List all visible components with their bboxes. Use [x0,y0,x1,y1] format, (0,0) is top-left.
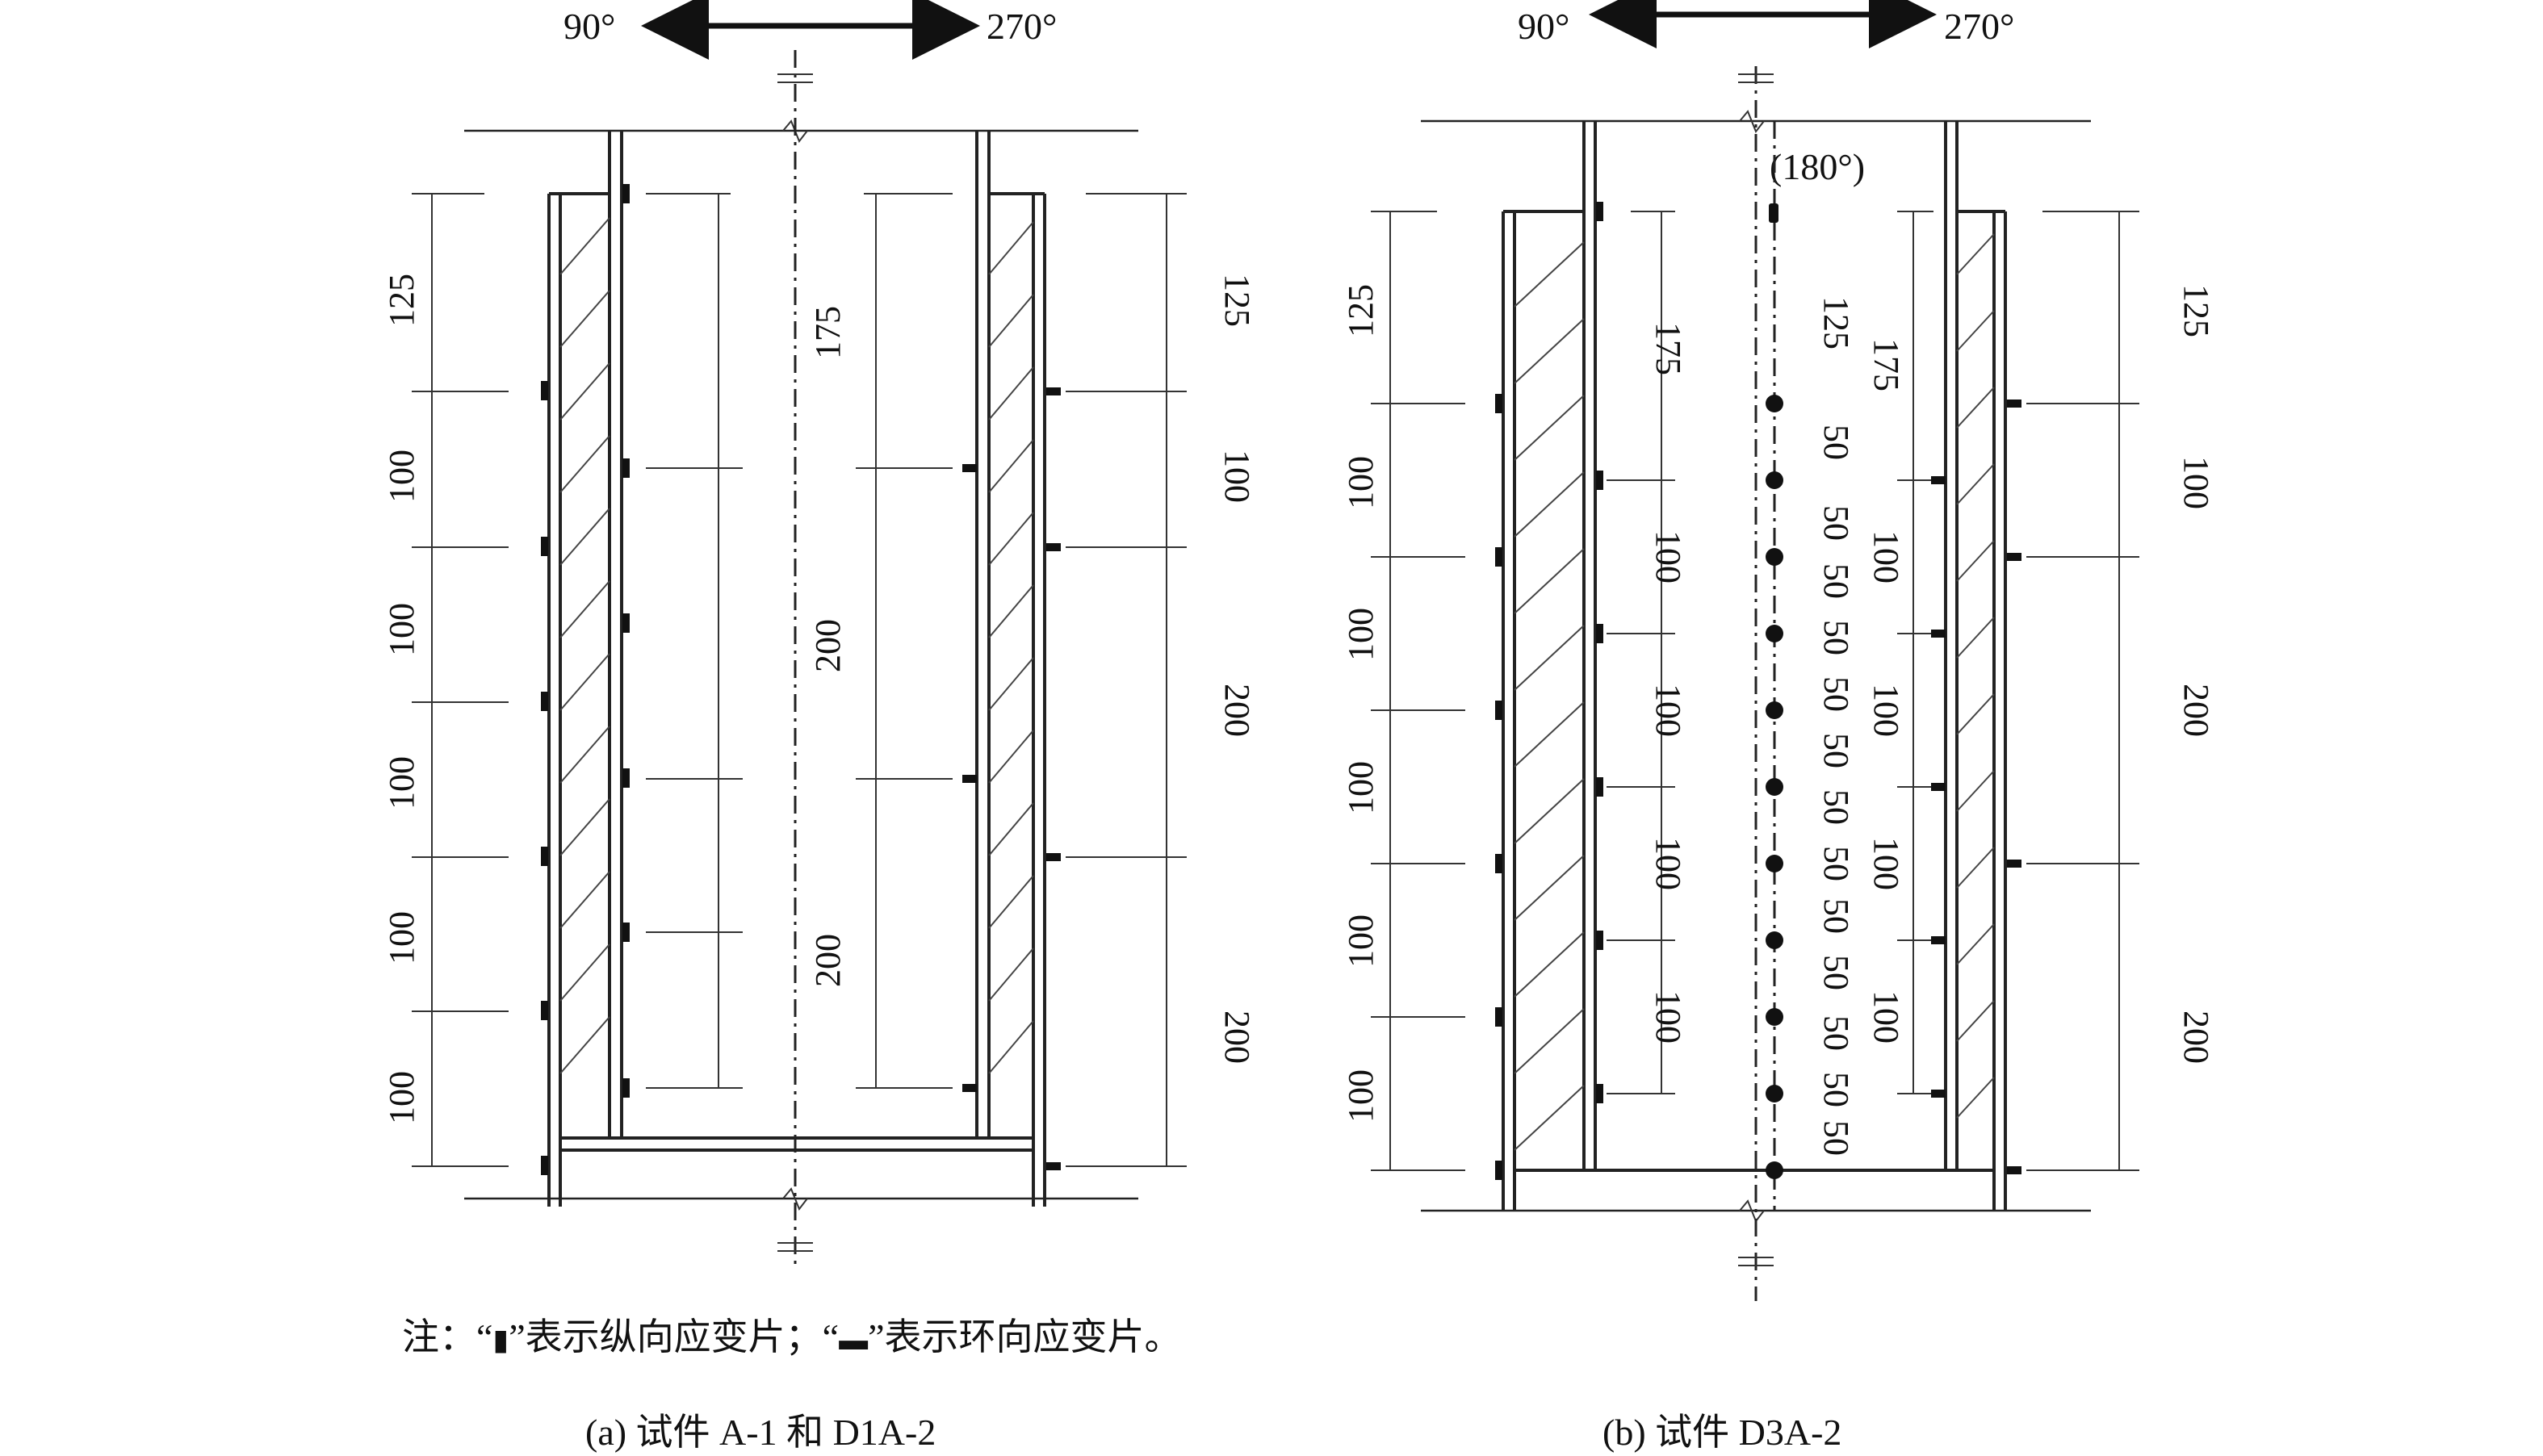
dim-label: 100 [382,911,421,964]
dim-label: 50 [1816,955,1856,990]
panel-a: 90° 270° [382,0,1257,1267]
dim-label: 100 [1866,530,1906,584]
panel-b-180-label: (180°) [1770,146,1865,187]
panel-b-270-label: 270° [1944,6,2014,47]
dim-label: 50 [1816,620,1856,655]
panel-a-outer-left-dimension: 125 100 100 100 100 100 [382,193,509,1167]
dim-label: 200 [1217,1010,1257,1064]
panel-b-frame [1421,66,2091,1301]
dim-label: 50 [1816,563,1856,599]
dim-label: 175 [1866,338,1906,391]
dim-label: 125 [1816,296,1856,349]
dim-label: 100 [1341,761,1380,814]
panel-b-longitudinal-gauges [1495,202,1603,1180]
panel-a-inner-left-dimension: 175 200 200 [646,193,848,1089]
dim-label: 100 [1866,837,1906,890]
dim-label: 100 [1866,684,1906,737]
panel-b-outer-left-dimension: 125 100 100 100 100 100 [1341,211,1465,1171]
panel-a-inner-right-dimension [856,193,953,1089]
dim-label: 175 [808,306,848,359]
panel-a-outer-right-dimension: 125 100 200 200 [1066,193,1257,1167]
legend-note: 注：“▮”表示纵向应变片；“▬”表示环向应变片。 [402,1316,1182,1358]
note-suffix: ”表示环向应变片。 [868,1316,1181,1358]
panel-a-90-label: 90° [563,6,615,47]
longitudinal-gauge-symbol: ▮ [492,1324,509,1356]
panel-b-hoop-gauges [1931,400,2021,1174]
dim-label: 200 [808,934,848,987]
dim-label: 100 [382,1071,421,1124]
dim-label: 100 [1866,990,1906,1044]
dim-label: 200 [2176,1010,2216,1064]
panel-a-hoop-gauges [962,387,1061,1170]
dim-label: 100 [1341,608,1380,661]
panel-a-270-label: 270° [987,6,1057,47]
dim-label: 175 [1649,322,1688,375]
dim-label: 200 [2176,684,2216,737]
dim-label: 50 [1816,789,1856,825]
dim-label: 125 [1341,284,1380,337]
dim-label: 100 [1217,450,1257,503]
dim-label: 50 [1816,846,1856,881]
panel-a-frame [464,50,1138,1267]
dim-label: 100 [1341,456,1380,509]
dim-label: 100 [382,450,421,503]
dim-label: 100 [1649,990,1688,1044]
panel-b-inner-left-dimension: 175 100 100 100 100 [1607,211,1688,1094]
dim-label: 100 [1649,684,1688,737]
dim-label: 50 [1816,1072,1856,1107]
dim-label: 100 [1341,1069,1380,1123]
panel-b-center-dimension: 125 50 50 50 50 50 50 50 50 50 50 50 50 … [1766,203,1856,1179]
caption-a: (a) 试件 A-1 和 D1A-2 [585,1412,936,1453]
panel-b-outer-right-dimension: 125 100 200 200 [2026,211,2216,1171]
panel-b-90-label: 90° [1518,6,1569,47]
dim-label: 50 [1816,898,1856,934]
dim-label: 100 [1341,914,1380,968]
dim-label: 125 [2176,284,2216,337]
panel-b: 90° 270° (180°) [1341,0,2216,1301]
dim-label: 100 [1649,530,1688,584]
dim-label: 50 [1816,676,1856,712]
dim-label: 50 [1816,1120,1856,1156]
dim-label: 50 [1816,505,1856,541]
dim-label: 125 [382,274,421,327]
dim-label: 50 [1816,425,1856,460]
dim-label: 125 [1217,274,1257,327]
dim-label: 100 [1649,837,1688,890]
caption-b: (b) 试件 D3A-2 [1602,1412,1841,1453]
dim-label: 100 [382,603,421,656]
note-prefix: 注：“ [402,1316,492,1358]
dim-label: 200 [1217,684,1257,737]
dim-label: 50 [1816,1015,1856,1051]
note-middle: ”表示纵向应变片；“ [509,1316,839,1358]
panel-a-longitudinal-gauges [541,184,630,1175]
dim-label: 100 [382,756,421,810]
dim-label: 50 [1816,733,1856,768]
panel-b-inner-right-dimension: 175 100 100 100 100 [1866,211,1933,1094]
dim-label: 100 [2176,456,2216,509]
dim-label: 200 [808,619,848,672]
hoop-gauge-symbol: ▬ [839,1324,868,1356]
